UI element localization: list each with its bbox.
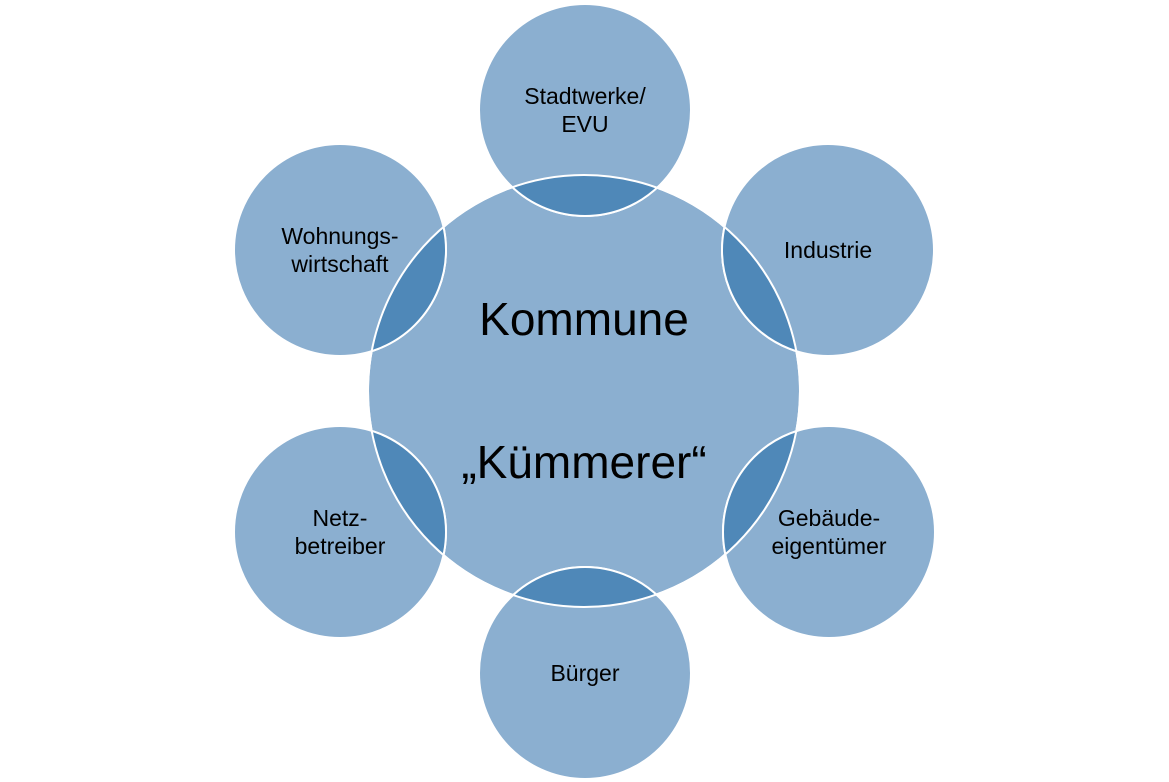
center-circle-outline bbox=[367, 174, 801, 608]
overlap-region-buerger bbox=[478, 566, 692, 607]
overlap-region-stadtwerke bbox=[478, 175, 692, 217]
